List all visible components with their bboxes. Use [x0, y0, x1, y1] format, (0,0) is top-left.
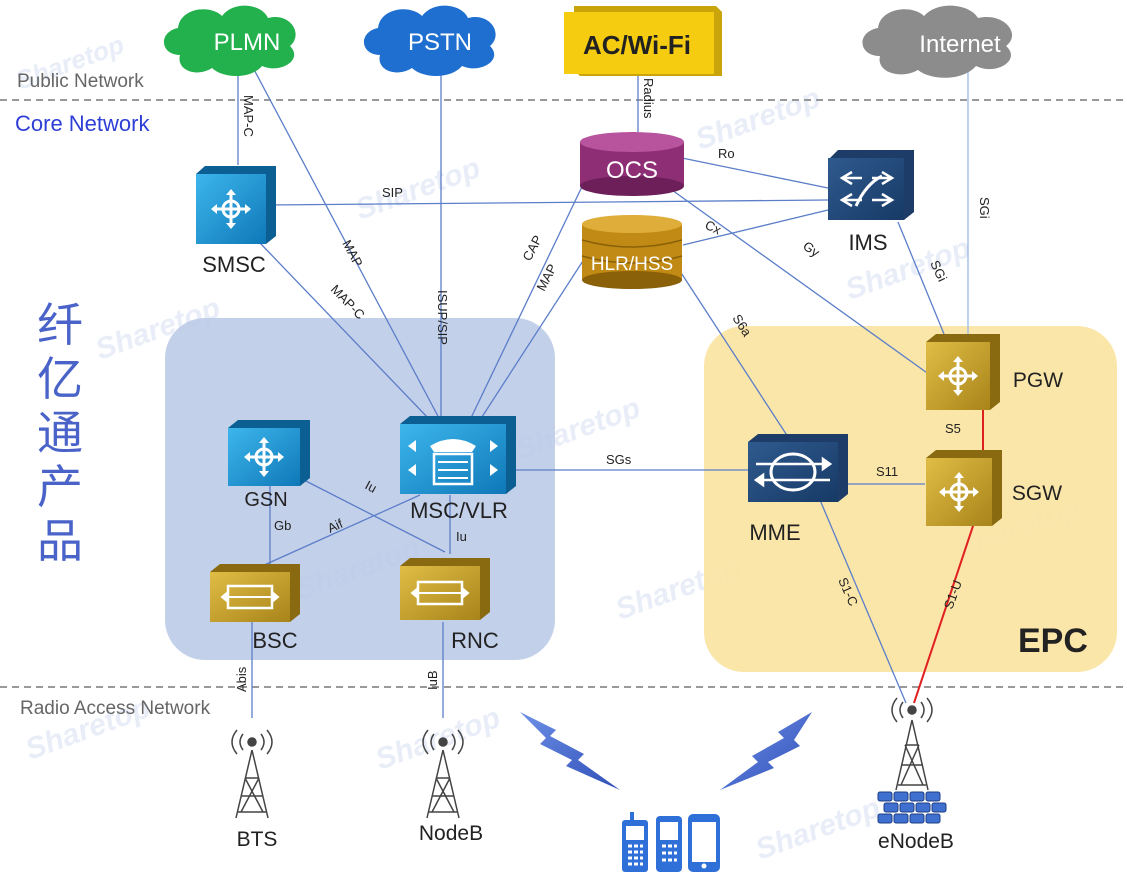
- nodeb-label: NodeB: [419, 822, 483, 845]
- enodeb-base-icon: [877, 791, 947, 824]
- link-label-gy: Gy: [800, 238, 823, 260]
- mobile-phones-icon: [622, 812, 720, 872]
- link-label-ro: Ro: [718, 146, 735, 161]
- watermark: Sharetop: [691, 81, 824, 156]
- gsn-label: GSN: [244, 489, 287, 511]
- smsc-node: SMSC: [196, 166, 276, 277]
- enodeb-tower: [891, 697, 933, 791]
- link-gsn-rnc: [299, 477, 446, 553]
- link-label-s11: S11: [876, 464, 898, 479]
- link-label-sgi-top: SGi: [977, 197, 992, 219]
- smsc-label: SMSC: [202, 252, 266, 277]
- links: [237, 60, 969, 718]
- hlr-node: HLR/HSS: [581, 215, 683, 289]
- zone-epc-label: EPC: [1018, 622, 1088, 660]
- link-smsc-msc: [259, 242, 431, 421]
- rnc-label: RNC: [451, 628, 499, 653]
- side-char: 产: [37, 460, 83, 514]
- link-label-cap: CAP: [519, 233, 545, 264]
- side-char: 亿: [37, 352, 83, 406]
- link-plmn-msc: [249, 61, 441, 421]
- link-label-cx: Cx: [703, 217, 724, 238]
- link-hlr-msc: [479, 249, 591, 421]
- pgw-label: PGW: [1013, 369, 1063, 392]
- wireless-bolt-icons: [520, 712, 812, 790]
- bts-tower: [231, 729, 273, 819]
- ims-node: IMS: [828, 150, 914, 255]
- cloud-pstn: PSTN: [363, 5, 496, 77]
- link-label-sgs: SGs: [606, 452, 632, 467]
- link-label-mapc-top: MAP-C: [241, 95, 256, 137]
- sgw-node: SGW: [926, 450, 1062, 526]
- link-label-map2: MAP: [533, 261, 559, 293]
- link-mme-enodeb: [819, 499, 907, 704]
- link-label-iu: Iu: [456, 529, 467, 544]
- link-msc-bsc: [261, 494, 421, 567]
- link-ocs-ims: [681, 157, 829, 189]
- watermark: Sharetop: [371, 701, 504, 776]
- side-char: 通: [37, 406, 83, 460]
- link-label-mapc: MAP-C: [328, 282, 368, 323]
- cloud-plmn-label: PLMN: [214, 29, 281, 56]
- acwifi-node: AC/Wi-Fi: [564, 6, 722, 76]
- bsc-node: BSC: [210, 564, 300, 653]
- gsn-node: GSN: [228, 420, 310, 511]
- sgw-label: SGW: [1012, 482, 1062, 505]
- zone-ran-label: Radio Access Network: [20, 698, 211, 719]
- link-label-sip: SIP: [382, 185, 403, 200]
- link-label-gb: Gb: [274, 518, 291, 533]
- watermark: Sharetop: [751, 791, 884, 866]
- link-hlr-ims: [682, 209, 829, 246]
- link-ims-pgw: [897, 221, 945, 335]
- mme-node: MME: [748, 434, 848, 545]
- rnc-node: RNC: [400, 558, 499, 653]
- link-label-map: MAP: [339, 237, 365, 269]
- link-ocs-msc: [469, 169, 591, 421]
- link-hlr-mme: [675, 264, 791, 441]
- side-vertical-title: 纤 亿 通 产 品: [30, 298, 90, 568]
- zone-public-label: Public Network: [17, 71, 144, 92]
- msc-label: MSC/VLR: [410, 498, 508, 523]
- cloud-internet-label: Internet: [919, 31, 1001, 58]
- enodeb-label: eNodeB: [878, 830, 954, 853]
- acwifi-label: AC/Wi-Fi: [583, 30, 691, 60]
- side-char: 品: [37, 514, 83, 568]
- cloud-pstn-label: PSTN: [408, 29, 472, 56]
- link-label-aif: Aif: [325, 516, 345, 536]
- cloud-plmn: PLMN: [163, 5, 296, 77]
- bts-label: BTS: [237, 828, 278, 851]
- link-smsc-ims: [267, 199, 829, 206]
- link-sgw-enodeb: [913, 519, 976, 704]
- epc-box: [704, 326, 1117, 672]
- watermark: Sharetop: [351, 151, 484, 226]
- link-label-isup: ISUP/SIP: [435, 290, 450, 345]
- pgw-node: PGW: [926, 334, 1063, 410]
- zone-core-label: Core Network: [15, 111, 150, 136]
- link-label-s5: S5: [945, 421, 961, 436]
- link-label-iub: IuB: [425, 670, 440, 690]
- side-char: 纤: [37, 298, 83, 352]
- link-label-abis: Abis: [234, 666, 249, 692]
- link-label-radius: Radius: [641, 78, 656, 119]
- link-ocs-pgw: [664, 184, 931, 376]
- msc-node: MSC/VLR: [400, 416, 516, 523]
- ocs-node: OCS: [580, 132, 684, 196]
- mme-label: MME: [749, 520, 800, 545]
- bsc-label: BSC: [252, 628, 297, 653]
- nodeb-tower: [422, 729, 464, 819]
- ocs-label: OCS: [606, 157, 658, 184]
- ims-label: IMS: [848, 230, 887, 255]
- cloud-internet: Internet: [862, 5, 1013, 78]
- hlr-label: HLR/HSS: [591, 254, 673, 275]
